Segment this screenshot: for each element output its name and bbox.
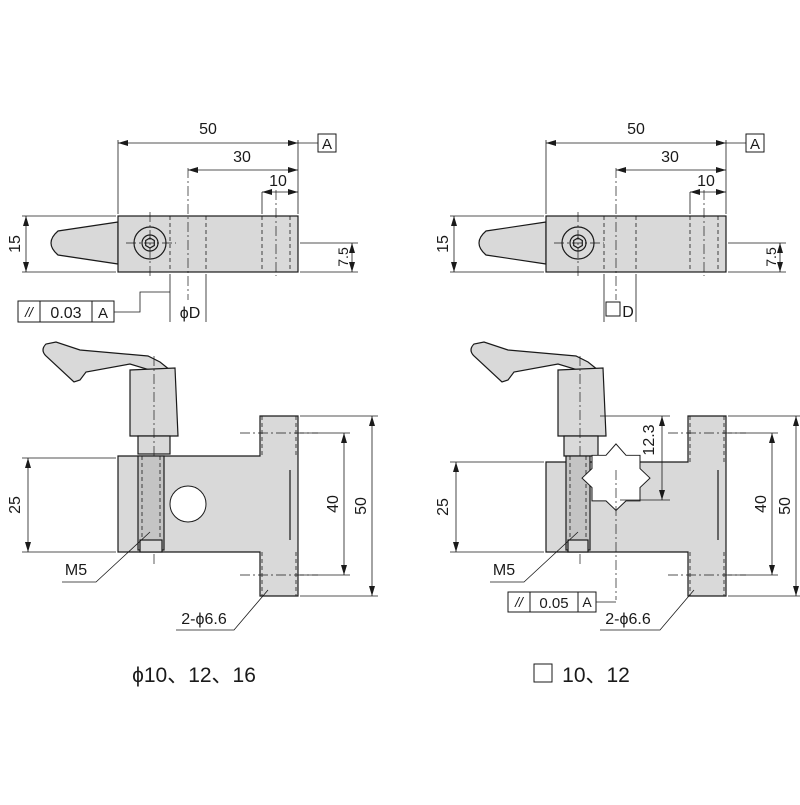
right-dim-15: 15 — [435, 235, 452, 253]
right-lever — [470, 341, 604, 385]
right-lever-hub — [557, 367, 607, 437]
right-lever-collar — [563, 435, 599, 457]
left-dim-15: 15 — [7, 235, 24, 253]
left-datum-box — [317, 133, 337, 153]
right-front-body — [545, 415, 727, 597]
right-lever-tip — [478, 221, 547, 265]
right-caption-square-symbol — [533, 663, 553, 683]
left-bore-label: ϕD — [180, 305, 201, 322]
right-dim-25: 25 — [435, 498, 452, 516]
left-thread-label: M5 — [65, 562, 87, 579]
right-datum-box — [745, 133, 765, 153]
right-dim-50-vertical: 50 — [777, 497, 794, 515]
right-tolerance-datum: A — [582, 594, 592, 610]
right-parallel-symbol: // — [514, 594, 525, 610]
right-thread-label: M5 — [493, 562, 515, 579]
right-dim-50: 50 — [627, 121, 645, 138]
right-dim-40: 40 — [753, 495, 770, 513]
left-bore-circle — [169, 485, 207, 523]
left-dim-50-vertical: 50 — [353, 497, 370, 515]
right-dim-12-3: 12.3 — [641, 424, 658, 455]
right-tolerance-value: 0.05 — [539, 595, 568, 612]
right-datum-label: A — [750, 136, 760, 153]
right-dim-10: 10 — [697, 173, 715, 190]
right-front-view: 12.3 25 40 50 M5 // 0.05 A 2-ϕ6.6 — [435, 341, 800, 631]
left-tolerance-datum: A — [98, 305, 108, 322]
left-dim-25: 25 — [7, 496, 24, 514]
left-caption: ϕ10、12、16 — [132, 664, 256, 687]
left-dim-30: 30 — [233, 149, 251, 166]
left-front-view: 25 40 50 M5 2-ϕ6.6 — [7, 341, 378, 631]
left-dim-40: 40 — [325, 495, 342, 513]
right-dim-7-5: 7.5 — [763, 247, 779, 267]
right-bore-label: D — [622, 304, 634, 321]
left-dim-7-5: 7.5 — [335, 247, 351, 267]
right-dim-30: 30 — [661, 149, 679, 166]
right-thread-tip — [567, 539, 589, 553]
left-dim-50: 50 — [199, 121, 217, 138]
left-datum-label: A — [322, 136, 332, 153]
left-top-view: 50 A 30 10 15 7.5 ϕD — [7, 121, 358, 323]
left-parallel-symbol: // — [24, 304, 35, 320]
left-tolerance-value: 0.03 — [50, 305, 81, 322]
right-caption: 10、12 — [562, 664, 630, 687]
left-dim-10: 10 — [269, 173, 287, 190]
right-top-view: 50 A 30 10 15 7.5 D — [435, 121, 786, 322]
right-square-symbol — [605, 301, 621, 317]
left-lever — [42, 341, 176, 385]
left-holes-label: 2-ϕ6.6 — [181, 611, 227, 628]
left-thread-tip — [139, 539, 163, 553]
right-holes-label: 2-ϕ6.6 — [605, 611, 651, 628]
left-lever-tip — [50, 221, 119, 265]
